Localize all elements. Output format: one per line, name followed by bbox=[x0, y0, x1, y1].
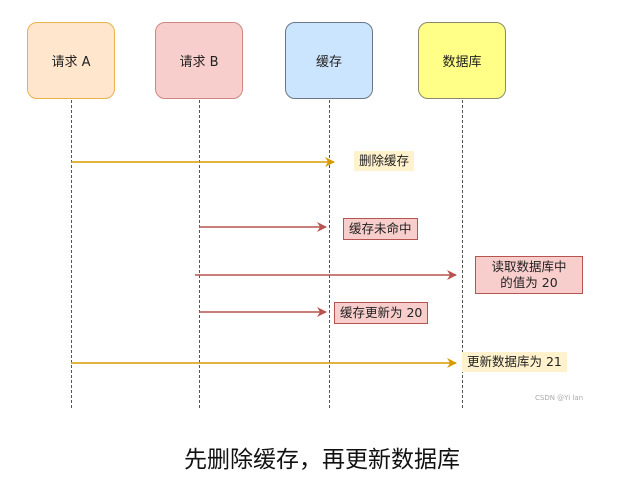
lifeline-request-b bbox=[199, 100, 200, 408]
actor-cache: 缓存 bbox=[285, 22, 373, 99]
actor-database: 数据库 bbox=[418, 22, 506, 99]
caption: 先删除缓存，再更新数据库 bbox=[184, 447, 460, 473]
actor-label: 数据库 bbox=[442, 55, 482, 70]
lifeline-database bbox=[462, 100, 463, 408]
actor-label: 请求 B bbox=[179, 55, 219, 70]
message-label-read-db: 读取数据库中 的值为 20 bbox=[475, 256, 583, 294]
actor-request-b: 请求 B bbox=[155, 22, 243, 99]
message-label-cache-miss: 缓存未命中 bbox=[343, 218, 418, 240]
message-label-update-db: 更新数据库为 21 bbox=[462, 352, 567, 372]
message-label-delete-cache: 删除缓存 bbox=[354, 151, 415, 171]
lifeline-request-a bbox=[71, 100, 72, 408]
actor-label: 缓存 bbox=[315, 55, 342, 70]
actor-request-a: 请求 A bbox=[27, 22, 115, 99]
label-line: 的值为 20 bbox=[500, 275, 558, 290]
actor-label: 请求 A bbox=[51, 55, 91, 70]
watermark: CSDN @Yi lan bbox=[535, 394, 584, 402]
message-label-update-cache: 缓存更新为 20 bbox=[334, 302, 429, 324]
label-line: 读取数据库中 bbox=[491, 259, 567, 274]
lifeline-cache bbox=[329, 100, 330, 408]
